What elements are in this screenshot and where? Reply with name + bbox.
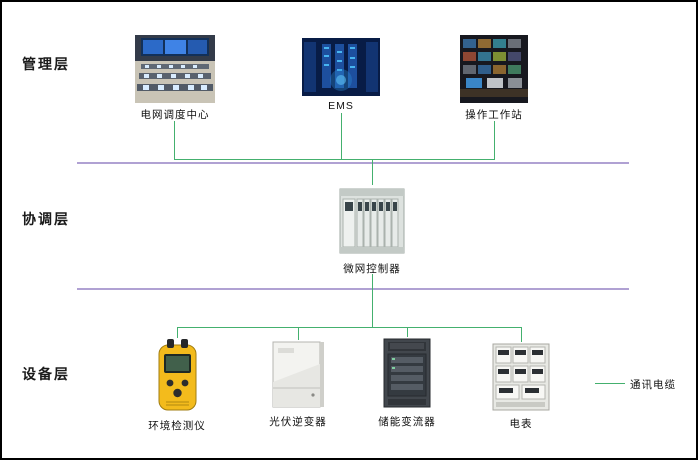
cable-bus-bottom bbox=[177, 327, 522, 328]
workstation-image bbox=[460, 35, 528, 103]
cable-storage-drop bbox=[407, 327, 408, 337]
cable-from-controller bbox=[372, 274, 373, 327]
dispatch-center-image bbox=[135, 35, 215, 103]
layer-label-coordination: 协调层 bbox=[22, 211, 70, 227]
node-meter: 电表 bbox=[471, 342, 571, 431]
cable-dispatch-down bbox=[174, 121, 175, 159]
storage-converter-label: 储能变流器 bbox=[378, 416, 436, 428]
layer-label-management: 管理层 bbox=[22, 56, 70, 72]
node-dispatch-center: 电网调度中心 bbox=[125, 35, 225, 122]
node-pv-inverter: 光伏逆变器 bbox=[248, 340, 348, 429]
layer-label-device: 设备层 bbox=[22, 366, 70, 382]
cable-bus-top bbox=[174, 159, 495, 160]
separator-management-coordination bbox=[77, 162, 629, 164]
separator-coordination-device bbox=[77, 288, 629, 290]
pv-inverter-label: 光伏逆变器 bbox=[269, 416, 327, 428]
pv-inverter-image bbox=[269, 340, 327, 410]
storage-converter-image bbox=[379, 337, 435, 410]
microgrid-controller-image bbox=[339, 185, 405, 257]
workstation-label: 操作工作站 bbox=[465, 109, 523, 121]
legend-comm-cable-label: 通讯电缆 bbox=[630, 379, 676, 391]
cable-env-detector-drop bbox=[177, 327, 178, 338]
dispatch-center-label: 电网调度中心 bbox=[140, 109, 210, 121]
cable-to-controller bbox=[372, 159, 373, 185]
legend-comm-cable-line bbox=[595, 383, 625, 384]
meter-image bbox=[491, 342, 551, 412]
node-ems: EMS bbox=[291, 38, 391, 112]
env-detector-label: 环境检测仪 bbox=[148, 420, 206, 432]
ems-image bbox=[302, 38, 380, 96]
node-microgrid-controller: 微网控制器 bbox=[322, 185, 422, 276]
node-env-detector: 环境检测仪 bbox=[127, 338, 227, 433]
cable-ems-down bbox=[341, 113, 342, 159]
ems-label: EMS bbox=[328, 100, 354, 112]
meter-label: 电表 bbox=[509, 418, 533, 430]
microgrid-controller-label: 微网控制器 bbox=[343, 263, 401, 275]
cable-pv-inverter-drop bbox=[298, 327, 299, 340]
node-storage-converter: 储能变流器 bbox=[357, 337, 457, 429]
env-detector-image bbox=[150, 338, 205, 414]
cable-workstation-down bbox=[494, 121, 495, 159]
cable-meter-drop bbox=[521, 327, 522, 342]
node-workstation: 操作工作站 bbox=[444, 35, 544, 122]
